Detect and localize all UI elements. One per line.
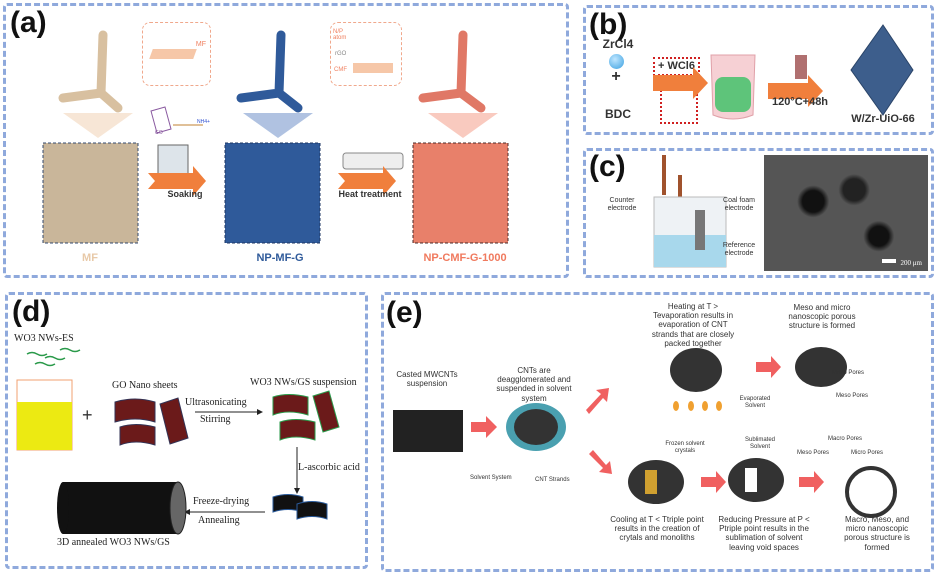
panel-e-graphics <box>393 347 897 518</box>
rgo-label: rGO <box>335 51 347 57</box>
scale-bar <box>882 259 896 263</box>
wo3-label: WO3 NWs-ES <box>14 333 74 344</box>
zrcl4-label: ZrCl4 <box>602 37 634 51</box>
go-chem-label: GO <box>155 130 163 136</box>
panel-b-label: (b) <box>589 8 628 41</box>
autoclave-icon <box>795 55 807 79</box>
casted-label: Casted MWCNTs suspension <box>396 370 458 389</box>
reducing-label: Reducing Pressure at P < Ptriple point r… <box>718 515 810 552</box>
furnace-icon <box>342 152 404 170</box>
mwcnt-mat-icon <box>393 410 463 452</box>
meso-pores-label-2: Meso Pores <box>797 450 830 456</box>
foam-mf <box>42 142 139 244</box>
arrow-2 <box>768 75 823 107</box>
bdc-label: BDC <box>605 107 631 121</box>
plus-sign: + <box>611 68 621 85</box>
heat-arrow <box>338 166 396 196</box>
suspension-label: WO3 NWs/GS suspension <box>250 377 357 388</box>
inset-mf: MF <box>142 22 211 86</box>
foam-np-mf-g <box>224 142 321 244</box>
soaking-label: Soaking <box>167 189 203 199</box>
sublimated-solvent-label: Sublimated Solvent <box>744 437 776 450</box>
go-sheets-icon <box>114 397 189 446</box>
macro-pores-label: Macro Pores <box>828 436 863 442</box>
arrow-1 <box>653 67 708 99</box>
panel-e <box>381 292 934 572</box>
inset-mf-label: MF <box>195 41 206 48</box>
meso-micro-cnt-icon <box>795 347 847 387</box>
go-nanosheets-label: GO Nano sheets <box>112 380 178 391</box>
arrow-1 <box>471 416 497 438</box>
np-mf-g-node-icon <box>236 30 303 113</box>
go-sheet-icon <box>150 106 172 134</box>
macro-meso-micro-icon <box>845 466 897 518</box>
panel-b <box>583 5 934 135</box>
scale-label: 200 μm <box>900 259 922 267</box>
deagglomerated-label: CNTs are deagglomerated and suspended in… <box>496 366 572 403</box>
panel-d-label: (d) <box>12 295 51 328</box>
reduced-sheets-icon <box>272 494 328 520</box>
foam-np-cmf <box>412 142 509 244</box>
inset-np: N/P atom rGO CMF <box>330 22 402 86</box>
np-cmf-node-icon <box>418 30 486 113</box>
3d-cylinder-icon <box>57 481 187 535</box>
meso-micro-label: Meso and micro nanoscopic porous structu… <box>788 303 856 331</box>
wcl6-label: + WCl6 <box>653 57 700 76</box>
zr-sphere-icon <box>609 54 624 69</box>
cooling-label: Cooling at T < Ttriple point results in … <box>610 515 704 543</box>
cmf-label: CMF <box>334 67 347 73</box>
meso-pores-label: Meso Pores <box>836 393 869 399</box>
panel-d <box>5 292 368 569</box>
beaker-icon <box>157 144 189 176</box>
stirring-label: Stirring <box>200 414 231 425</box>
plus-sign: + <box>82 405 93 425</box>
np-atom-label: N/P atom <box>333 29 347 41</box>
reference-electrode-label: Reference electrode <box>722 242 756 258</box>
panel-a <box>3 3 569 278</box>
heat-treatment-label: Heat treatment <box>338 189 402 199</box>
flame-icons <box>673 401 722 411</box>
coal-foam-electrode-label: Coal foam electrode <box>723 197 755 213</box>
micro-pores-label: Micro Pores <box>832 370 865 376</box>
nanowires-icon <box>26 347 81 367</box>
suspension-sheets-icon <box>272 390 340 441</box>
solvent-system-label: Solvent System <box>470 475 512 481</box>
sem-image: 200 μm <box>764 155 928 271</box>
np-cmf-g-1000-label: NP-CMF-G-1000 <box>423 252 507 264</box>
soaking-arrow <box>148 166 206 196</box>
product-label: W/Zr-UiO-66 <box>851 113 915 125</box>
panel-c-label: (c) <box>589 150 626 183</box>
panel-d-graphics <box>16 347 340 535</box>
evaporation-cnt-icon <box>670 348 722 392</box>
panel-c <box>583 148 934 278</box>
l-ascorbic-acid-label: L-ascorbic acid <box>298 462 360 473</box>
final-structure-label: Macro, Meso, and micro nanoscopic porous… <box>844 515 910 552</box>
heating-label: Heating at T > Tevaporation results in e… <box>651 302 735 348</box>
micro-pores-label-2: Micro Pores <box>851 450 884 456</box>
panel-a-label: (a) <box>10 6 47 39</box>
mf-node-icon <box>58 30 123 113</box>
ultrasonicating-label: Ultrasonicating <box>185 397 247 408</box>
counter-electrode-label: Counter electrode <box>607 197 637 213</box>
electrochemical-cell-icon <box>653 155 727 268</box>
frozen-crystals-label: Frozen solvent crystals <box>665 441 705 454</box>
mf-label: MF <box>82 252 98 264</box>
octahedron-icon <box>850 24 914 116</box>
condition-label: 120°C+48h <box>771 96 829 108</box>
np-mf-g-label: NP-MF-G <box>256 252 304 264</box>
cnt-strands-label: CNT Strands <box>535 477 570 483</box>
arrow-up <box>586 388 609 414</box>
panel-e-label: (e) <box>386 296 423 329</box>
freeze-drying-label: Freeze-drying <box>193 496 250 507</box>
panel-b-graphics <box>653 24 914 120</box>
evaporated-solvent-label: Evaporated Solvent <box>739 396 771 409</box>
nh4-chem-label: NH4+ <box>197 119 210 125</box>
panel-a-graphics <box>42 30 509 244</box>
final-product-label: 3D annealed WO3 NWs/GS <box>57 537 170 548</box>
arrow-down <box>589 450 612 474</box>
annealing-label: Annealing <box>198 515 240 526</box>
